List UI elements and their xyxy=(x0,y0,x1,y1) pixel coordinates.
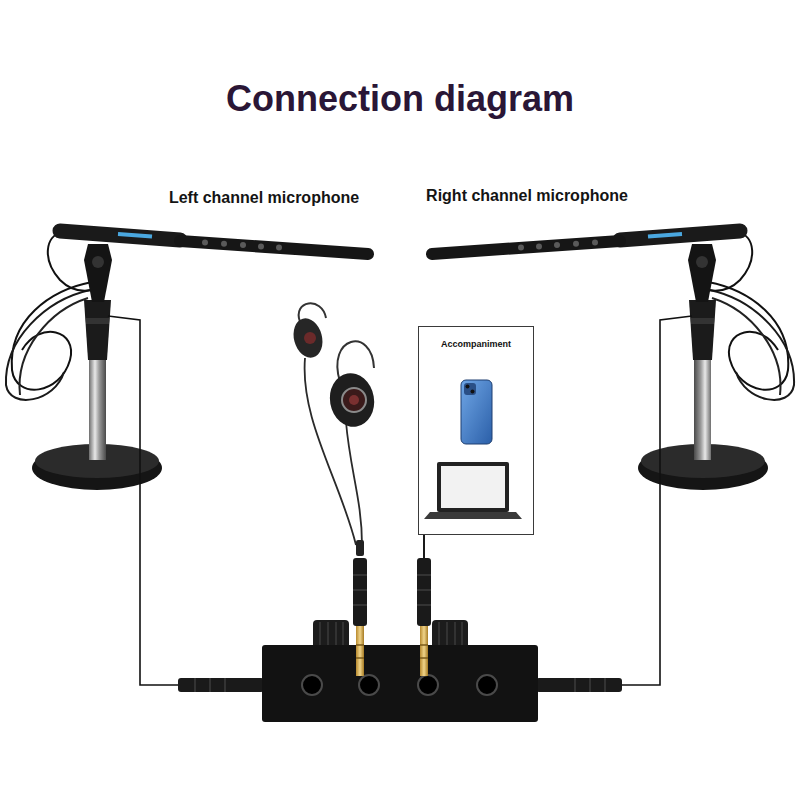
phone-icon xyxy=(461,380,492,444)
jack-tip xyxy=(356,626,364,676)
interface-knob xyxy=(342,622,344,648)
interface-knob xyxy=(461,622,463,648)
interface-jack xyxy=(359,675,379,695)
jack-plug xyxy=(417,604,431,606)
diagram-title: Connection diagram xyxy=(0,78,800,120)
interface-knob xyxy=(454,622,456,648)
earbud xyxy=(326,370,379,431)
interface-knob xyxy=(446,622,448,648)
jack-plug xyxy=(417,574,431,576)
earphone-cable xyxy=(346,422,362,545)
mic-label: Left channel microphone xyxy=(169,189,359,207)
interface-knob xyxy=(319,622,321,648)
jack-tip xyxy=(356,644,364,646)
earphones xyxy=(289,303,378,676)
mic-label: Right channel microphone xyxy=(426,187,628,205)
earbud xyxy=(304,332,316,344)
jack-tip xyxy=(420,626,428,676)
cable-splitter xyxy=(356,540,364,556)
phone-camera xyxy=(466,385,470,389)
accompaniment-lead xyxy=(423,535,425,560)
laptop-base xyxy=(424,512,522,519)
jack-plug xyxy=(417,589,431,591)
laptop-icon xyxy=(424,462,522,519)
laptop-screen xyxy=(441,466,505,508)
right-microphone xyxy=(432,231,794,692)
interface-jack xyxy=(302,675,322,695)
jack-plug xyxy=(353,604,367,606)
interface-body xyxy=(262,645,538,722)
interface-jack xyxy=(477,675,497,695)
source-box: Accompaniment xyxy=(418,326,534,535)
jack-plug xyxy=(353,574,367,576)
left-microphone xyxy=(6,231,368,692)
interface-jack xyxy=(418,675,438,695)
jack-plug xyxy=(417,558,431,626)
laptop-screen xyxy=(437,462,509,512)
earbud xyxy=(342,388,366,412)
phone-camera xyxy=(464,383,476,395)
jack-tip xyxy=(356,657,364,659)
audio-interface xyxy=(262,620,538,722)
earbud xyxy=(289,315,326,361)
interface-knob xyxy=(335,622,337,648)
box-text: Accompaniment xyxy=(419,339,533,349)
phone-camera xyxy=(471,390,475,394)
earbud xyxy=(349,395,359,405)
interface-knob xyxy=(327,622,329,648)
phone-icon xyxy=(461,380,492,444)
jack-tip xyxy=(420,657,428,659)
accompaniment-cable xyxy=(417,535,431,676)
jack-plug xyxy=(353,558,367,626)
jack-plug xyxy=(353,589,367,591)
interface-knob xyxy=(438,622,440,648)
jack-tip xyxy=(420,644,428,646)
